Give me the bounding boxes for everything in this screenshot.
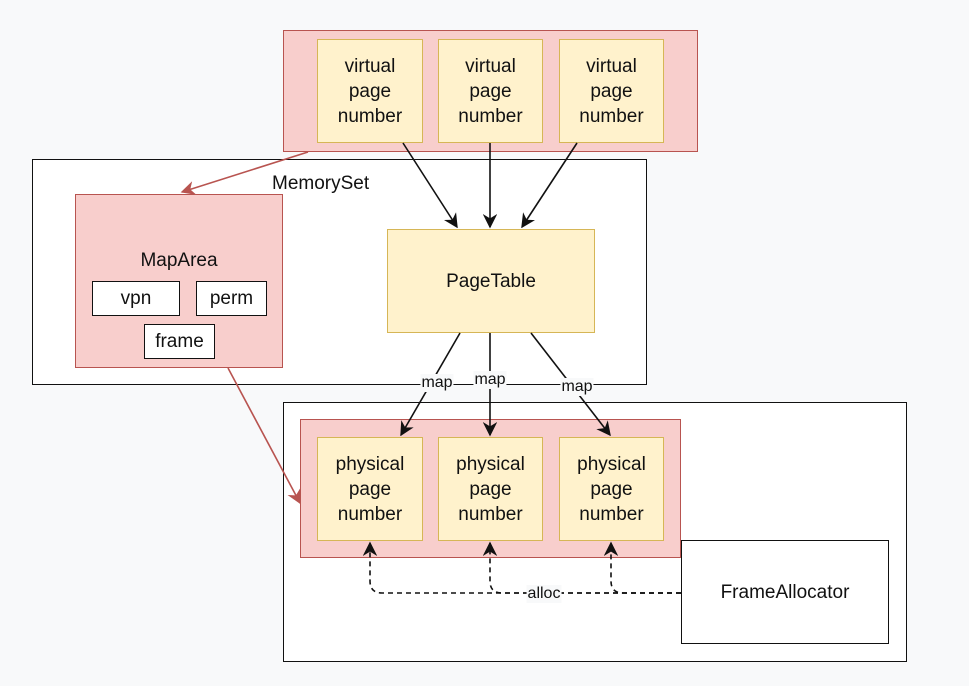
edge-alloc-3 — [603, 541, 681, 594]
field-label: frame — [155, 331, 204, 352]
map-area-label: MapArea — [140, 250, 218, 271]
memoryset-label: MemorySet — [272, 173, 370, 194]
alloc-label: alloc — [526, 585, 562, 603]
edge-virtual-to-maparea — [180, 151, 309, 195]
map-area-field-vpn: vpn — [92, 281, 180, 316]
field-label: vpn — [120, 288, 152, 309]
map-area-field-perm: perm — [196, 281, 267, 316]
edge-vpn3-to-pagetable — [521, 142, 578, 229]
edge-maparea-to-physical — [227, 367, 301, 505]
map-label-2: map — [473, 371, 507, 389]
map-label-1: map — [420, 374, 454, 392]
edge-alloc-2 — [482, 541, 681, 594]
frame-allocator: FrameAllocator — [681, 540, 889, 644]
edge-alloc-1 — [362, 541, 681, 594]
field-label: perm — [209, 288, 254, 309]
edge-vpn1-to-pagetable — [402, 142, 458, 229]
page-table: PageTable — [387, 229, 595, 333]
page-table-label: PageTable — [446, 270, 536, 292]
frame-allocator-label: FrameAllocator — [720, 581, 850, 603]
map-area-field-frame: frame — [144, 324, 215, 359]
map-label-3: map — [560, 378, 594, 396]
